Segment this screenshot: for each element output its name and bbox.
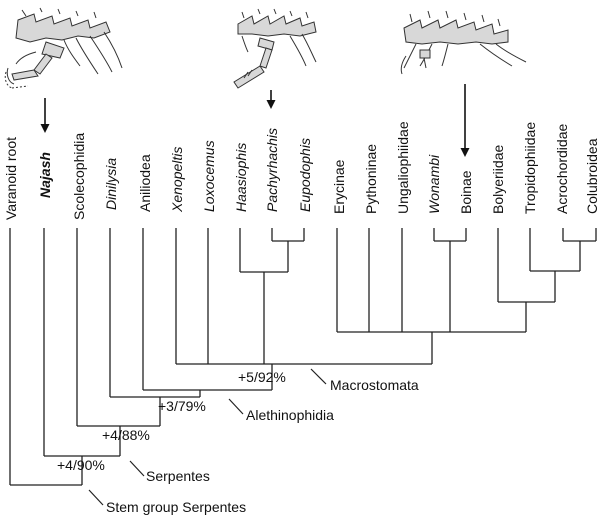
clade-label-serpentes: Serpentes bbox=[146, 468, 210, 484]
taxon-label-xenopeltis: Xenopeltis bbox=[169, 147, 185, 213]
clade-label-macrostomata: Macrostomata bbox=[330, 377, 419, 393]
support-dinilysia-node: +4/88% bbox=[102, 427, 150, 443]
taxon-label-haasiophis: Haasiophis bbox=[233, 143, 249, 212]
taxon-label-tropidophiidae: Tropidophiidae bbox=[522, 122, 538, 214]
support-alethinophidia: +3/79% bbox=[158, 398, 206, 414]
support-serpentes: +4/90% bbox=[57, 457, 105, 473]
clade-label-alethinophidia: Alethinophidia bbox=[246, 407, 334, 423]
taxon-labels: Varanoid root Najash Scolecophidia Dinil… bbox=[3, 121, 600, 220]
support-values: +5/92% +3/79% +4/88% +4/90% bbox=[57, 369, 286, 473]
support-macrostomata: +5/92% bbox=[238, 369, 286, 385]
taxon-label-boinae: Boinae bbox=[458, 170, 474, 214]
najash-arrow bbox=[40, 98, 50, 133]
tree-branches bbox=[9, 228, 597, 486]
najash-skeleton-icon bbox=[4, 7, 123, 89]
taxon-label-wonambi: Wonambi bbox=[426, 154, 442, 214]
boinae-skeleton-icon bbox=[400, 10, 527, 75]
boinae-arrow bbox=[460, 84, 470, 157]
pachyrhachis-skeleton-icon bbox=[233, 8, 317, 89]
taxon-label-colubroidea: Colubroidea bbox=[584, 138, 600, 214]
taxon-label-ungaliophiidae: Ungaliophiidae bbox=[395, 121, 411, 214]
taxon-label-dinilysia: Dinilysia bbox=[103, 158, 119, 210]
taxon-label-scolecophidia: Scolecophidia bbox=[71, 133, 87, 220]
taxon-label-eupodophis: Eupodophis bbox=[297, 138, 313, 212]
taxon-label-varanoid-root: Varanoid root bbox=[3, 137, 19, 220]
taxon-label-aniliodea: Aniliodea bbox=[137, 154, 153, 212]
taxon-label-loxocemus: Loxocemus bbox=[201, 140, 217, 212]
taxon-label-pachyrhachis: Pachyrhachis bbox=[264, 128, 280, 212]
taxon-label-erycinae: Erycinae bbox=[331, 159, 347, 214]
taxon-label-acrochordidae: Acrochordidae bbox=[554, 124, 570, 214]
taxon-label-najash: Najash bbox=[37, 152, 53, 198]
pachyrhachis-arrow bbox=[266, 90, 276, 109]
clade-label-stem-group-serpentes: Stem group Serpentes bbox=[106, 499, 246, 515]
taxon-label-pythoninae: Pythoninae bbox=[363, 144, 379, 214]
taxon-label-bolyeriidae: Bolyeriidae bbox=[490, 145, 506, 214]
clade-labels: Macrostomata Alethinophidia Serpentes St… bbox=[88, 368, 419, 515]
